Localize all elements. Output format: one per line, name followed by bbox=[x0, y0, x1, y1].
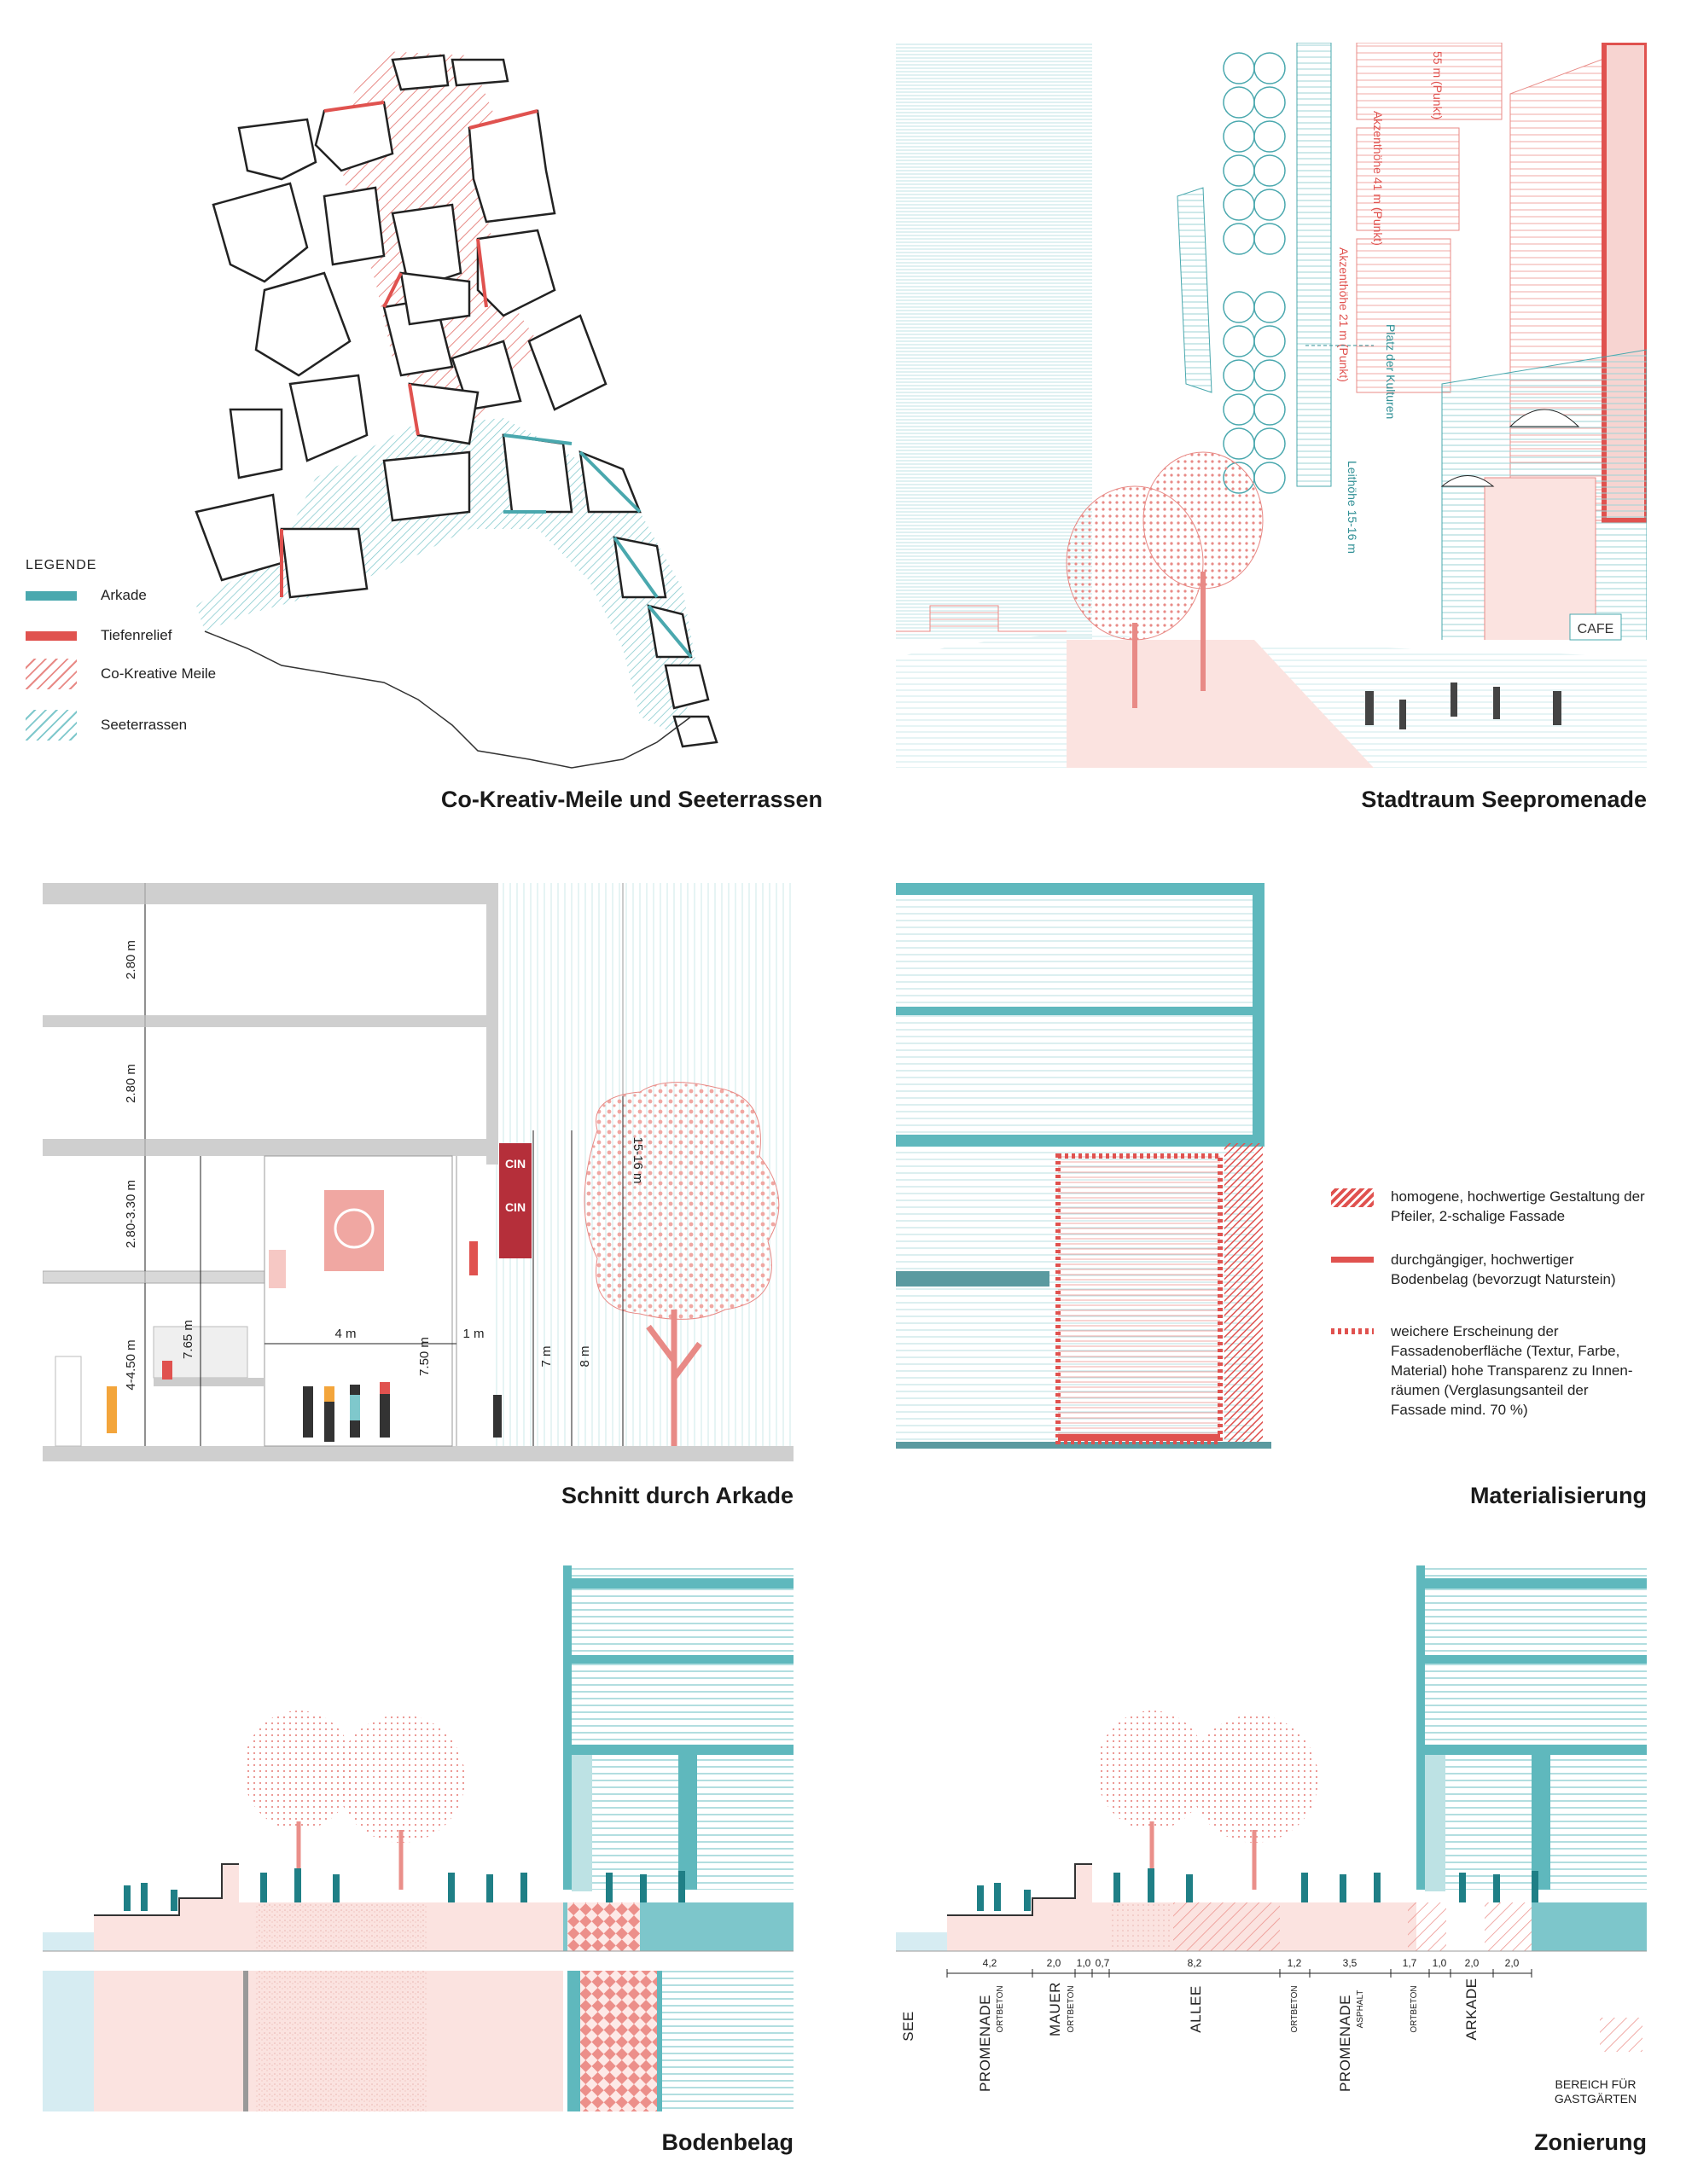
dim-0-7: 0,7 bbox=[1096, 1957, 1110, 1969]
seeterrassen-area bbox=[196, 418, 700, 734]
dim-15-16: 15-16 m bbox=[631, 1136, 645, 1183]
paving-section bbox=[43, 1565, 794, 2111]
sign-cin-2: CIN bbox=[505, 1200, 526, 1214]
legend-gastgaerten: BEREICH FÜR GASTGÄRTEN bbox=[1544, 2077, 1647, 2106]
dim-2-0-c: 2,0 bbox=[1505, 1957, 1520, 1969]
zone-promenade-1: PROMENADE bbox=[977, 1995, 993, 2092]
annot-55m: 55 m (Punkt) bbox=[1431, 51, 1445, 119]
panel-bodenbelag: Bodenbelag bbox=[43, 1565, 794, 2171]
zone-mauer-sub: ORTBETON bbox=[1067, 1985, 1076, 2032]
mat-swatch-hatch bbox=[1331, 1188, 1374, 1207]
mat-swatch-dashed bbox=[1331, 1328, 1374, 1334]
dim-2-0-b: 2,0 bbox=[1465, 1957, 1480, 1969]
perspective-view: CAFE 55 m (Punkt) Akzenthöhe 41 m (Punkt… bbox=[896, 40, 1649, 768]
dim-1-0-a: 1,0 bbox=[1077, 1957, 1091, 1969]
arcade-section: CIN CIN 2.80 m 2 bbox=[42, 883, 794, 1461]
legend-label-tiefenrelief: Tiefenrelief bbox=[101, 627, 172, 643]
annot-21m: Akzenthöhe 21 m (Punkt) bbox=[1337, 247, 1351, 382]
panel-title-schnitt: Schnitt durch Arkade bbox=[561, 1483, 794, 1508]
panel-zonierung: 4,2 2,0 1,0 0,7 8,2 1,2 3,5 1,7 1,0 2,0 … bbox=[896, 1565, 1647, 2171]
legend-label-co-kreative: Co-Kreative Meile bbox=[101, 665, 217, 682]
dim-2-80-upper: 2.80 m bbox=[124, 940, 138, 979]
legend-swatch-tiefenrelief bbox=[26, 631, 77, 641]
legend-label-seeterrassen: Seeterrassen bbox=[101, 717, 188, 733]
panel-title-bodenbelag: Bodenbelag bbox=[661, 2129, 794, 2155]
cafe-sign: CAFE bbox=[1578, 622, 1614, 636]
dim-1m: 1 m bbox=[462, 1327, 484, 1341]
zone-promenade-1-sub: ORTBETON bbox=[996, 1985, 1005, 2032]
zone-arkade: ARKADE bbox=[1463, 1978, 1480, 2041]
legend-swatch-co-kreative bbox=[26, 659, 77, 689]
mat-label-pfeiler: homogene, hochwertige Gestaltung der Pfe… bbox=[1391, 1188, 1645, 1224]
facade-elevation bbox=[896, 883, 1271, 1449]
zone-ortbeton-1: ORTBETON bbox=[1290, 1985, 1299, 2032]
zone-promenade-2-sub: ASPHALT bbox=[1356, 1990, 1365, 2029]
mat-label-bodenbelag: durchgängiger, hochwertiger Bodenbelag (… bbox=[1391, 1252, 1616, 1287]
zone-mauer: MAUER bbox=[1047, 1982, 1063, 2036]
legend-gastgaerten-line1: BEREICH FÜR bbox=[1555, 2077, 1637, 2091]
zoning-section: 4,2 2,0 1,0 0,7 8,2 1,2 3,5 1,7 1,0 2,0 … bbox=[896, 1565, 1647, 2092]
panel-seepromenade: CAFE 55 m (Punkt) Akzenthöhe 41 m (Punkt… bbox=[896, 40, 1649, 819]
tree-row-top bbox=[1223, 52, 1286, 494]
dim-7-50: 7.50 m bbox=[417, 1337, 432, 1376]
shoreline bbox=[204, 630, 692, 769]
dim-4-4-50: 4-4.50 m bbox=[124, 1339, 138, 1390]
dim-8m: 8 m bbox=[578, 1345, 592, 1367]
mat-label-fassade: weichere Erscheinung der Fassadenoberflä… bbox=[1391, 1323, 1633, 1418]
panel-title-seepromenade: Stadtraum Seepromenade bbox=[1361, 787, 1647, 812]
sign-cin-1: CIN bbox=[505, 1157, 526, 1170]
zone-promenade-2: PROMENADE bbox=[1337, 1995, 1353, 2092]
zone-ortbeton-2: ORTBETON bbox=[1410, 1985, 1419, 2032]
dim-4-2: 4,2 bbox=[983, 1957, 997, 1969]
zone-see: SEE bbox=[900, 2011, 916, 2042]
legend-swatch-arkade bbox=[26, 591, 77, 601]
panel-title-zonierung: Zonierung bbox=[1534, 2129, 1647, 2155]
legend-label-arkade: Arkade bbox=[101, 587, 147, 603]
dim-8-2: 8,2 bbox=[1188, 1957, 1202, 1969]
dim-7-65: 7.65 m bbox=[181, 1320, 195, 1359]
lake bbox=[896, 43, 1092, 640]
dim-3-5: 3,5 bbox=[1343, 1957, 1358, 1969]
legend-heading: LEGENDE bbox=[26, 558, 97, 572]
dim-4m: 4 m bbox=[334, 1327, 356, 1341]
annot-platz: Platz der Kulturen bbox=[1384, 324, 1398, 419]
dim-2-80-3-30: 2.80-3.30 m bbox=[124, 1180, 138, 1248]
dim-1-2: 1,2 bbox=[1288, 1957, 1302, 1969]
dim-2-80-lower: 2.80 m bbox=[124, 1064, 138, 1103]
annot-41m: Akzenthöhe 41 m (Punkt) bbox=[1371, 111, 1385, 246]
dim-7m: 7 m bbox=[539, 1345, 554, 1367]
annot-leithoehe: Leithöhe 15-16 m bbox=[1346, 461, 1359, 554]
gastgaerten-swatch bbox=[1600, 2018, 1642, 2052]
panel-title-materialisierung: Materialisierung bbox=[1469, 1483, 1647, 1508]
panel-materialisierung: homogene, hochwertige Gestaltung der Pfe… bbox=[896, 883, 1647, 1519]
panel-title-cokreativ: Co-Kreativ-Meile und Seeterrassen bbox=[440, 787, 823, 812]
dim-1-7: 1,7 bbox=[1403, 1957, 1417, 1969]
legend-gastgaerten-line2: GASTGÄRTEN bbox=[1554, 2092, 1637, 2106]
tree-section bbox=[584, 1082, 780, 1320]
dim-1-0-b: 1,0 bbox=[1433, 1957, 1447, 1969]
dim-2-0-a: 2,0 bbox=[1047, 1957, 1061, 1969]
zone-allee: ALLEE bbox=[1188, 1985, 1204, 2032]
panel-schnitt-arkade: CIN CIN 2.80 m 2 bbox=[42, 883, 794, 1519]
tree bbox=[1066, 451, 1264, 641]
urban-plan-map bbox=[195, 51, 718, 769]
legend-swatch-seeterrassen bbox=[26, 710, 77, 741]
panel-cokreativ: LEGENDE Arkade Tiefenrelief Co-Kreative … bbox=[26, 34, 823, 819]
mat-swatch-solid bbox=[1331, 1257, 1374, 1263]
